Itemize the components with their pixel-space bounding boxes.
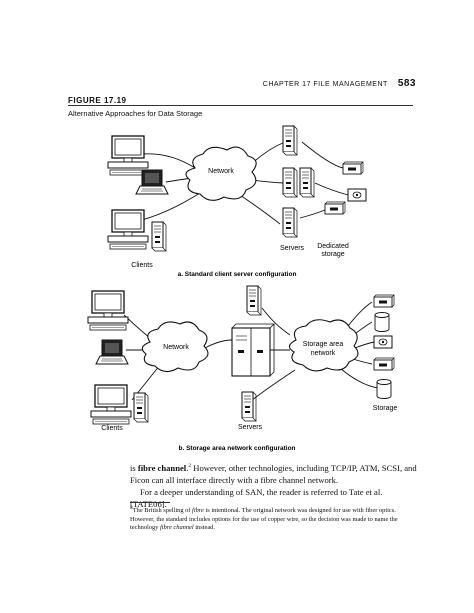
body-paragraph-2: For a deeper understanding of SAN, the r… [130, 487, 383, 509]
storage-label: Storage [373, 405, 398, 412]
page-number: 583 [397, 78, 416, 89]
footnote-rule [130, 502, 170, 503]
subcaption-a: a. Standard client server configuration [178, 271, 297, 278]
dedicated-label: Dedicated [317, 243, 349, 250]
client-workstation-icon [107, 209, 149, 250]
dedicated-storage-icon [324, 201, 346, 215]
running-header: CHAPTER 17 FILE MANAGEMENT 583 [263, 78, 416, 89]
server-icon [299, 167, 315, 198]
storage-area-network-cloud [288, 319, 359, 372]
client-desktop-icon [87, 290, 129, 331]
chapter-title: CHAPTER 17 FILE MANAGEMENT [262, 81, 388, 88]
server-rack-icon [231, 323, 275, 377]
client-tower-icon [133, 392, 149, 423]
subcaption-b: b. Storage area network configuration [178, 445, 295, 452]
servers-label: Servers [280, 245, 305, 252]
storage-icon [373, 294, 395, 308]
disk-icon [373, 335, 393, 349]
network-label: Network [208, 168, 234, 175]
network-label: Network [163, 344, 189, 351]
servers-label: Servers [238, 424, 263, 431]
client-tower-icon [151, 221, 167, 252]
server-icon [282, 167, 298, 198]
figure-rule [68, 105, 413, 106]
storage-icon [374, 312, 390, 332]
dedicated-storage-icon [342, 161, 364, 175]
diagram-a: Network Clients Servers Dedicated storag… [107, 125, 367, 269]
network-cloud [185, 146, 257, 201]
server-icon [282, 207, 298, 238]
server-icon [246, 285, 262, 316]
figure-label: FIGURE 17.19 [68, 96, 127, 105]
san-label: Storage area [303, 341, 344, 348]
clients-label: Clients [101, 425, 123, 432]
disk-icon [347, 188, 367, 202]
footnote-marker: 2 [130, 504, 133, 511]
client-workstation-icon [90, 384, 132, 425]
footnote: 2The British spelling of fibre is intent… [130, 504, 398, 531]
clients-label: Clients [131, 262, 153, 269]
storage-icon [373, 357, 395, 371]
figure-caption: Alternative Approaches for Data Storage [68, 109, 203, 118]
san-label-2: network [311, 350, 336, 357]
network-cloud [141, 321, 209, 373]
diagram-b: Network Storage area network Clients Ser… [87, 285, 398, 432]
storage-label: storage [321, 251, 344, 258]
client-desktop-icon [107, 135, 149, 176]
laptop-icon [95, 339, 129, 365]
server-icon [241, 391, 257, 422]
body-paragraph: is fibre channel.2 However, other techno… [130, 463, 417, 485]
fibre-channel-term: fibre channel [137, 463, 187, 473]
server-icon [282, 125, 298, 156]
storage-icon [376, 379, 392, 399]
footnote-ref[interactable]: 2 [188, 463, 192, 470]
